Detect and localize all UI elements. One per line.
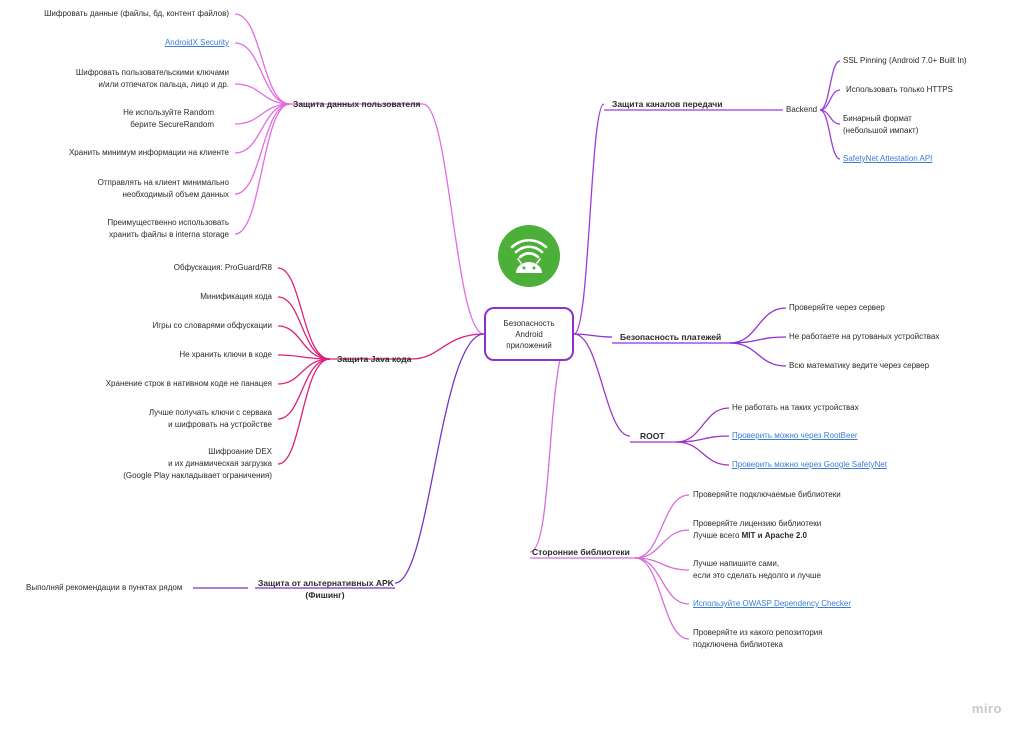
java-item-3[interactable]: Игры со словарями обфускации <box>152 321 272 330</box>
pay-item-1[interactable]: Проверяйте через сервер <box>789 303 885 312</box>
java-item-6[interactable]: Лучше получать ключи с сервака и шифрова… <box>149 407 272 431</box>
java-item-6-line1: Лучше получать ключи с сервака <box>148 408 272 417</box>
android-logo <box>498 225 560 287</box>
user-item-7-line2: хранить файлы в interna storage <box>109 230 229 239</box>
connectors-pay <box>612 307 787 367</box>
connector-center-java <box>411 333 485 360</box>
user-item-4-line1: Не используйте Random <box>123 108 214 117</box>
connectors-libs <box>530 494 690 640</box>
central-topic-line2: Android <box>515 329 543 339</box>
connector-center-root <box>573 333 631 437</box>
java-item-7[interactable]: Шифроание DEX и их динамическая загрузка… <box>123 446 272 482</box>
user-item-4-line2: берите SecureRandom <box>130 120 214 129</box>
user-item-7-line1: Преимущественно использовать <box>107 218 229 227</box>
libs-item-5-line2: подключена библиотека <box>693 640 783 649</box>
libs-item-2-line2: Лучше всего MIT и Apache 2.0 <box>693 530 821 542</box>
libs-item-3-line1: Лучше напишите сами, <box>693 559 780 568</box>
net-item-3-line1: Бинарный формат <box>843 114 912 123</box>
net-item-3-line2: (небольшой импакт) <box>843 126 919 135</box>
user-item-4[interactable]: Не используйте Random берите SecureRando… <box>123 107 214 131</box>
branch-root-title[interactable]: ROOT <box>640 431 665 441</box>
java-item-7-line2: и их динамическая загрузка <box>168 459 272 468</box>
libs-item-5-line1: Проверяйте из какого репозитория <box>693 628 823 637</box>
libs-item-2-line2-bold: MIT и Apache 2.0 <box>741 531 808 540</box>
user-item-3-line1: Шифровать пользовательскими ключами <box>75 68 229 77</box>
branch-payments-title[interactable]: Безопасность платежей <box>620 332 722 342</box>
user-item-7[interactable]: Преимущественно использовать хранить фай… <box>107 217 229 241</box>
branch-apk-title-line1: Защита от альтернативных APK <box>258 578 394 588</box>
user-item-6-line1: Отправлять на клиент минимально <box>97 178 229 187</box>
libs-item-3[interactable]: Лучше напишите сами, если это сделать не… <box>693 558 821 582</box>
connectors-user <box>234 13 423 235</box>
libs-item-2-line1: Проверяйте лицензию библиотеки <box>693 519 822 528</box>
branch-user-data-title[interactable]: Защита данных пользователя <box>293 99 421 109</box>
user-item-6-line2: необходимый объем данных <box>122 190 229 199</box>
connector-center-apk <box>394 333 485 584</box>
pay-item-2[interactable]: Не работаете на рутованых устройствах <box>789 332 940 341</box>
net-item-4-link[interactable]: SafetyNet Attestation API <box>843 154 933 163</box>
branch-apk-title[interactable]: Защита от альтернативных APK (Фишинг) <box>258 577 394 601</box>
branch-network-title[interactable]: Защита каналов передачи <box>612 99 723 109</box>
pay-item-3[interactable]: Всю математику ведите через сервер <box>789 361 930 370</box>
libs-item-2[interactable]: Проверяйте лицензию библиотеки Лучше все… <box>693 518 821 542</box>
net-backend-node[interactable]: Backend <box>786 105 818 114</box>
user-item-5[interactable]: Хранить минимум информации на клиенте <box>68 148 229 157</box>
connector-center-net <box>573 103 605 335</box>
libs-item-5[interactable]: Проверяйте из какого репозитория подключ… <box>693 627 823 651</box>
user-item-3-line2: и/или отпечаток пальца, лицо и др. <box>98 80 229 89</box>
root-item-1[interactable]: Не работать на таких устройствах <box>732 403 859 412</box>
libs-item-2-line2-plain: Лучше всего <box>693 531 742 540</box>
java-item-4[interactable]: Не хранить ключи в коде <box>179 350 272 359</box>
java-item-7-line1: Шифроание DEX <box>208 447 272 456</box>
root-item-3-link[interactable]: Проверить можно через Google SafetyNet <box>732 460 887 469</box>
central-topic-line3: приложений <box>506 340 552 350</box>
branch-libraries-title[interactable]: Сторонние библиотеки <box>532 547 630 557</box>
java-item-5[interactable]: Хранение строк в нативном коде не панаце… <box>105 379 272 388</box>
user-item-1[interactable]: Шифровать данные (файлы, бд, контент фай… <box>44 9 229 18</box>
branch-apk-title-line2: (Фишинг) <box>305 590 345 600</box>
connector-center-libs <box>529 333 575 553</box>
net-item-3[interactable]: Бинарный формат (небольшой импакт) <box>843 113 918 137</box>
java-item-6-line2: и шифровать на устройстве <box>168 420 272 429</box>
libs-item-1[interactable]: Проверяйте подключаемые библиотеки <box>693 490 841 499</box>
miro-watermark: miro <box>971 701 1002 716</box>
branch-java-title[interactable]: Защита Java кода <box>337 354 412 364</box>
net-item-2[interactable]: Использовать только HTTPS <box>846 85 953 94</box>
user-item-3[interactable]: Шифровать пользовательскими ключами и/ил… <box>76 67 229 91</box>
central-topic-node[interactable]: Безопасность Android приложений <box>484 307 574 361</box>
connectors-java <box>277 267 412 465</box>
root-item-2-link[interactable]: Проверить можно через RootBeer <box>732 431 858 440</box>
central-topic-line1: Безопасность <box>503 318 555 328</box>
connector-center-user <box>422 103 485 335</box>
java-item-7-line3: (Google Play накладывает ограничения) <box>123 471 272 480</box>
user-item-2-link[interactable]: AndroidX Security <box>164 38 229 47</box>
java-item-1[interactable]: Обфускация: ProGuard/R8 <box>173 263 272 272</box>
java-item-2[interactable]: Минификация кода <box>200 292 272 301</box>
android-robot-icon <box>510 238 548 273</box>
connectors-net <box>604 60 841 160</box>
connectors-root <box>630 407 730 466</box>
libs-item-4-link[interactable]: Используйте OWASP Dependency Checker <box>693 599 851 608</box>
libs-item-3-line2: если это сделать недолго и лучше <box>693 571 821 580</box>
net-item-1[interactable]: SSL Pinning (Android 7.0+ Built In) <box>843 56 967 65</box>
user-item-6[interactable]: Отправлять на клиент минимально необходи… <box>98 177 229 201</box>
apk-item-1[interactable]: Выполняй рекомендации в пунктах рядом <box>26 583 183 592</box>
